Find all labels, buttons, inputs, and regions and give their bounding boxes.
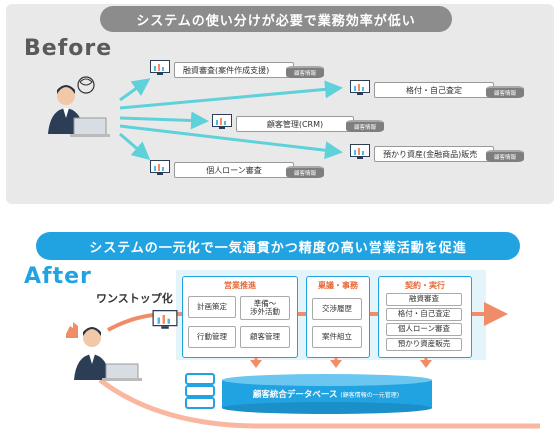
- arrow-to-loan: [119, 132, 151, 160]
- system-kakuzuke: 格付・自己査定: [374, 82, 494, 98]
- before-arrows: [119, 78, 343, 160]
- db-badge: 顧客情報: [486, 150, 524, 162]
- database-label: 顧客統合データベース (顧客情報の一元管理): [222, 388, 430, 400]
- db-badge: 顧客情報: [286, 66, 324, 78]
- monitor-icon: [212, 114, 232, 129]
- arrow-to-crm: [119, 111, 209, 130]
- monitor-icon: [152, 310, 178, 329]
- upper-flow-arrow: [107, 302, 508, 332]
- item-loan: 個人ローン審査: [386, 323, 462, 336]
- after-label: After: [24, 264, 92, 289]
- down-arrow-icon: [330, 360, 342, 368]
- db-badge: 顧客情報: [346, 120, 384, 132]
- item-kokyaku: 顧客管理: [240, 326, 290, 348]
- item-junbi: 準備〜 渉外活動: [240, 296, 290, 320]
- item-kodo: 行動管理: [188, 326, 236, 348]
- person-laptop-icon: [66, 322, 142, 381]
- item-keikaku: 計画策定: [188, 296, 236, 318]
- item-yushi: 融資審査: [386, 293, 462, 306]
- before-label: Before: [24, 36, 113, 61]
- group-title: 営業推進: [224, 281, 256, 290]
- onestop-label: ワンストップ化: [96, 292, 173, 305]
- item-kakuzuke: 格付・自己査定: [386, 308, 462, 321]
- thumbs-up-icon: [66, 322, 78, 338]
- system-yushi: 融資審査(案件作成支援): [174, 62, 294, 78]
- db-badge: 顧客情報: [486, 86, 524, 98]
- monitor-icon: [150, 160, 170, 175]
- down-arrow-icon: [250, 360, 262, 368]
- monitor-icon: [350, 144, 370, 159]
- item-azukari: 預かり資産販売: [386, 338, 462, 351]
- database-note: (顧客情報の一元管理): [340, 392, 400, 399]
- item-anken: 案件組立: [312, 326, 362, 348]
- server-icon: [185, 373, 215, 409]
- database-cylinder: [222, 374, 432, 414]
- lower-flow-curve: [98, 378, 540, 429]
- database-name: 顧客統合データベース: [252, 390, 338, 400]
- arrow-to-azukari: [119, 124, 343, 160]
- monitor-icon: [350, 80, 370, 95]
- before-banner: システムの使い分けが必要で業務効率が低い: [100, 6, 452, 32]
- system-loan: 個人ローン審査: [174, 162, 294, 178]
- group-title: 契約・実行: [405, 281, 445, 290]
- system-azukari: 預かり資産(金融商品)販売: [374, 146, 494, 162]
- worried-person-icon: [48, 76, 110, 137]
- arrow-to-yushi: [119, 78, 151, 102]
- monitor-icon: [150, 60, 170, 75]
- arrow-to-kakuzuke: [119, 80, 343, 110]
- down-arrow-icon: [420, 360, 432, 368]
- system-crm: 顧客管理(CRM): [236, 116, 354, 132]
- item-kosho: 交渉履歴: [312, 298, 362, 320]
- after-banner: システムの一元化で一気通貫かつ精度の高い営業活動を促進: [36, 232, 520, 260]
- group-title: 稟議・事務: [318, 281, 358, 290]
- db-badge: 顧客情報: [286, 166, 324, 178]
